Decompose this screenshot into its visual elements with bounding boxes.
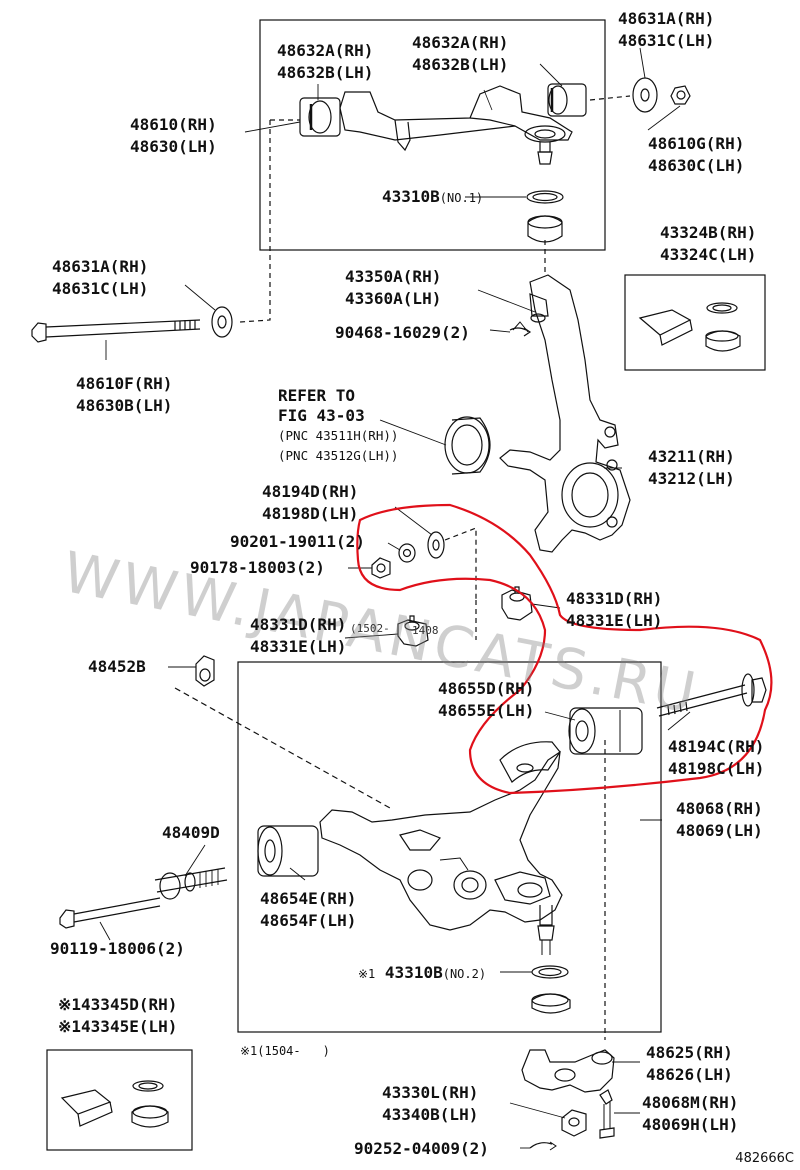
label-lower-bolt: 90119-18006(2) <box>50 939 185 958</box>
stabilizer-nut <box>195 655 215 687</box>
lower-castle-nut <box>561 1109 587 1137</box>
upper-ball-joint <box>526 190 564 275</box>
label-lower-bushing-front: 48654E(RH)48654F(LH) <box>260 889 357 930</box>
boot-kit-box-lower <box>46 1049 193 1151</box>
label-ball-joint-nut: 43350A(RH)43360A(LH) <box>345 267 442 308</box>
lower-ball-joint <box>531 965 571 1014</box>
boot-kit-box-upper <box>624 274 766 371</box>
label-bump-note-2: 1408 <box>412 624 439 637</box>
bump-stopper-right <box>501 586 533 621</box>
label-boot-kit: 43324B(RH)43324C(LH) <box>660 223 757 264</box>
label-bump-stopper-right: 48331D(RH)48331E(LH) <box>566 589 663 630</box>
label-washer: 90201-19011(2) <box>230 532 365 551</box>
label-upper-arm: 48610(RH)48630(LH) <box>130 115 217 156</box>
label-boot-kit-lower: ※143345D(RH)※143345E(LH) <box>58 995 178 1036</box>
bump-stopper-left <box>397 615 429 647</box>
upper-cam-plate-left <box>211 306 233 338</box>
label-upper-nut: 48610G(RH)48630C(LH) <box>648 134 745 175</box>
label-upper-bushing-rear: 48632A(RH)48632B(LH) <box>412 33 509 74</box>
label-stabilizer-bushing: 48409D <box>162 823 220 842</box>
steering-knuckle <box>499 274 631 553</box>
label-nut: 90178-18003(2) <box>190 558 325 577</box>
lower-ball-joint-body <box>521 1049 615 1139</box>
boot-kit-upper-parts <box>638 302 741 352</box>
lower-arm <box>319 741 563 955</box>
label-left-cam-plate: 48631A(RH)48631C(LH) <box>52 257 149 298</box>
upper-arm <box>339 85 573 165</box>
label-lower-cam-plate: 48194D(RH)48198D(LH) <box>262 482 359 523</box>
upper-bushing-front <box>299 97 341 137</box>
lower-cam-plate-parts <box>371 531 445 579</box>
label-lower-castle-nut: 43330L(RH)43340B(LH) <box>382 1083 479 1124</box>
label-knuckle: 43211(RH)43212(LH) <box>648 447 735 488</box>
label-upper-bolt: 48610F(RH)48630B(LH) <box>76 374 173 415</box>
upper-long-bolt <box>31 319 201 343</box>
leader-lines <box>99 47 691 1149</box>
lower-arm-group-box <box>237 661 662 1033</box>
label-lower-ball-joint: ※1 43310B(NO.2) <box>358 963 487 982</box>
stabilizer-bushing <box>154 867 228 900</box>
label-upper-cam-plate: 48631A(RH)48631C(LH) <box>618 9 715 50</box>
label-lower-ball-joint-body: 48625(RH)48626(LH) <box>646 1043 733 1084</box>
label-lower-arm: 48068(RH)48069(LH) <box>676 799 763 840</box>
upper-arm-group-box <box>259 19 606 251</box>
hub-seal <box>444 416 491 475</box>
figure-code: 482666C <box>735 1151 794 1166</box>
label-bump-note: (1502- <box>350 622 390 635</box>
label-stabilizer-nut: 48452B <box>88 657 146 676</box>
label-cotter-pin-lower: 90252-04009(2) <box>354 1139 489 1158</box>
lower-bushing-rear <box>568 707 643 755</box>
lower-bushing-front <box>257 825 319 877</box>
label-note-1: ※1(1504-) <box>240 1044 330 1058</box>
label-bump-stopper-left: 48331D(RH)48331E(LH) <box>250 615 347 656</box>
lower-left-bolt <box>59 897 161 929</box>
label-lower-bushing-rear: 48655D(RH)48655E(LH) <box>438 679 535 720</box>
label-lower-cam-bolt: 48194C(RH)48198C(LH) <box>668 737 765 778</box>
label-upper-ball-joint: 43310B(NO.1) <box>382 187 484 206</box>
red-highlight-outline <box>356 503 773 795</box>
label-ball-joint-bolt: 48068M(RH)48069H(LH) <box>642 1093 739 1134</box>
lower-cam-bolt <box>656 673 767 717</box>
upper-bushing-rear <box>547 83 587 117</box>
label-cotter-pin-upper: 90468-16029(2) <box>335 323 470 342</box>
lower-cotter-pin <box>529 1141 557 1151</box>
boot-kit-lower-parts <box>60 1080 169 1128</box>
label-upper-bushing-front: 48632A(RH)48632B(LH) <box>277 41 374 82</box>
upper-cotter-pin <box>509 327 532 337</box>
upper-cam-plate-right <box>632 77 691 113</box>
